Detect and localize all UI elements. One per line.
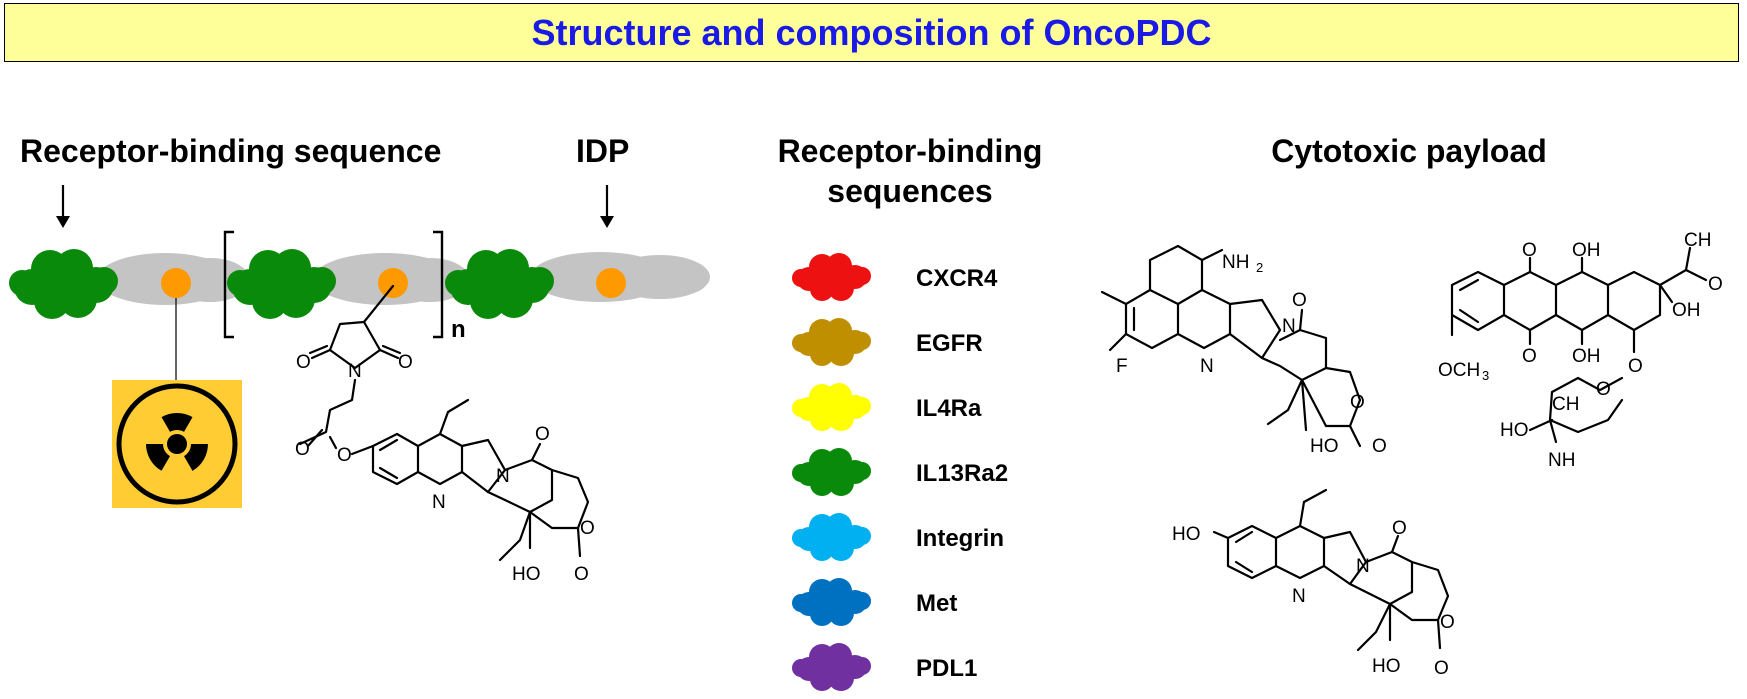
- atom-ho: HO: [1172, 524, 1201, 545]
- title-banner: Structure and composition of OncoPDC: [4, 3, 1739, 62]
- legend-swatch: [792, 318, 871, 366]
- legend-item: IL13Ra2: [792, 448, 1008, 496]
- radiation-hazard-icon: [112, 380, 242, 508]
- legend-swatch: [792, 578, 871, 626]
- idp-header: IDP: [576, 133, 629, 169]
- down-arrow-icon: [600, 185, 614, 228]
- atom-o: O: [1392, 518, 1407, 539]
- atom-o: O: [296, 352, 311, 373]
- atom-o: O: [1292, 290, 1307, 311]
- atom-ho: HO: [512, 564, 541, 585]
- atom-ho: HO: [1500, 420, 1529, 441]
- atom-n: N: [496, 466, 510, 487]
- receptor-binding-sequences-header-1: Receptor-binding: [778, 133, 1043, 169]
- legend-item: EGFR: [792, 318, 983, 366]
- atom-o: O: [337, 445, 352, 466]
- conjugation-site: [161, 268, 191, 298]
- repeat-count-label: n: [451, 316, 466, 343]
- atom-n: N: [1292, 586, 1306, 607]
- atom-n: N: [432, 492, 446, 513]
- legend-swatch: [792, 643, 871, 691]
- atom-n: N: [1200, 356, 1214, 377]
- legend-item: IL4Ra: [792, 383, 982, 431]
- conjugation-site: [596, 268, 626, 298]
- payload-sn38: HO N N O O O HO: [1172, 488, 1455, 679]
- atom-o: O: [1350, 392, 1365, 413]
- cytotoxic-payload-header: Cytotoxic payload: [1271, 133, 1547, 169]
- atom-sub2: 2: [1256, 260, 1263, 275]
- atom-o: O: [1522, 240, 1537, 261]
- legend-item: Integrin: [792, 513, 1004, 561]
- payload-doxorubicin: O O OH OH CH O OH OCH 3 O O CH HO NH: [1438, 230, 1723, 471]
- atom-o: O: [580, 518, 595, 539]
- legend-item: Met: [792, 578, 957, 626]
- legend-label: Met: [916, 590, 957, 617]
- atom-nh: NH: [1222, 252, 1249, 273]
- atom-ho: HO: [1372, 656, 1401, 677]
- payload-exatecan: F N NH 2 N O O O HO: [1100, 244, 1387, 457]
- receptor-binding-sequence-header: Receptor-binding sequence: [20, 133, 441, 169]
- down-arrow-icon: [56, 185, 70, 228]
- page-title: Structure and composition of OncoPDC: [531, 11, 1212, 53]
- atom-oh: OH: [1572, 346, 1601, 367]
- legend-label: Integrin: [916, 525, 1004, 552]
- legend-swatch: [792, 448, 871, 496]
- atom-ho: HO: [1310, 436, 1339, 457]
- atom-o: O: [1596, 379, 1611, 400]
- atom-o: O: [1434, 658, 1449, 679]
- atom-n: N: [348, 361, 362, 382]
- receptor-binding-cloud: [445, 249, 554, 319]
- legend-label: IL4Ra: [916, 395, 982, 422]
- atom-n: N: [1356, 556, 1370, 577]
- atom-o: O: [295, 439, 310, 460]
- atom-o: O: [1440, 612, 1455, 633]
- receptor-binding-cloud: [227, 249, 336, 319]
- atom-o: O: [574, 564, 589, 585]
- legend-label: IL13Ra2: [916, 460, 1008, 487]
- legend-label: CXCR4: [916, 265, 998, 292]
- legend-item: PDL1: [792, 643, 977, 691]
- atom-o: O: [1372, 436, 1387, 457]
- receptor-binding-cloud: [9, 249, 118, 319]
- atom-nh: NH: [1548, 450, 1575, 471]
- legend-swatch: [792, 513, 871, 561]
- atom-sub3: 3: [1482, 368, 1489, 383]
- atom-f: F: [1116, 356, 1128, 377]
- atom-o: O: [1628, 356, 1643, 377]
- atom-och: OCH: [1438, 360, 1480, 381]
- linker-structure: O O N O O N N O O O HO: [295, 284, 595, 585]
- atom-o: O: [1708, 274, 1723, 295]
- conjugation-site: [378, 268, 408, 298]
- atom-n: N: [1282, 316, 1296, 337]
- atom-ch: CH: [1684, 230, 1711, 251]
- atom-oh: OH: [1572, 240, 1601, 261]
- atom-o: O: [535, 424, 550, 445]
- legend-swatch: [792, 253, 871, 301]
- legend-label: EGFR: [916, 330, 983, 357]
- atom-oh: OH: [1672, 300, 1701, 321]
- legend-item: CXCR4: [792, 253, 998, 301]
- atom-o: O: [1522, 346, 1537, 367]
- receptor-binding-sequences-header-2: sequences: [827, 173, 992, 209]
- atom-o: O: [398, 352, 413, 373]
- repeat-bracket: [223, 230, 444, 339]
- atom-ch: CH: [1552, 394, 1579, 415]
- legend-swatch: [792, 383, 871, 431]
- legend-label: PDL1: [916, 655, 977, 682]
